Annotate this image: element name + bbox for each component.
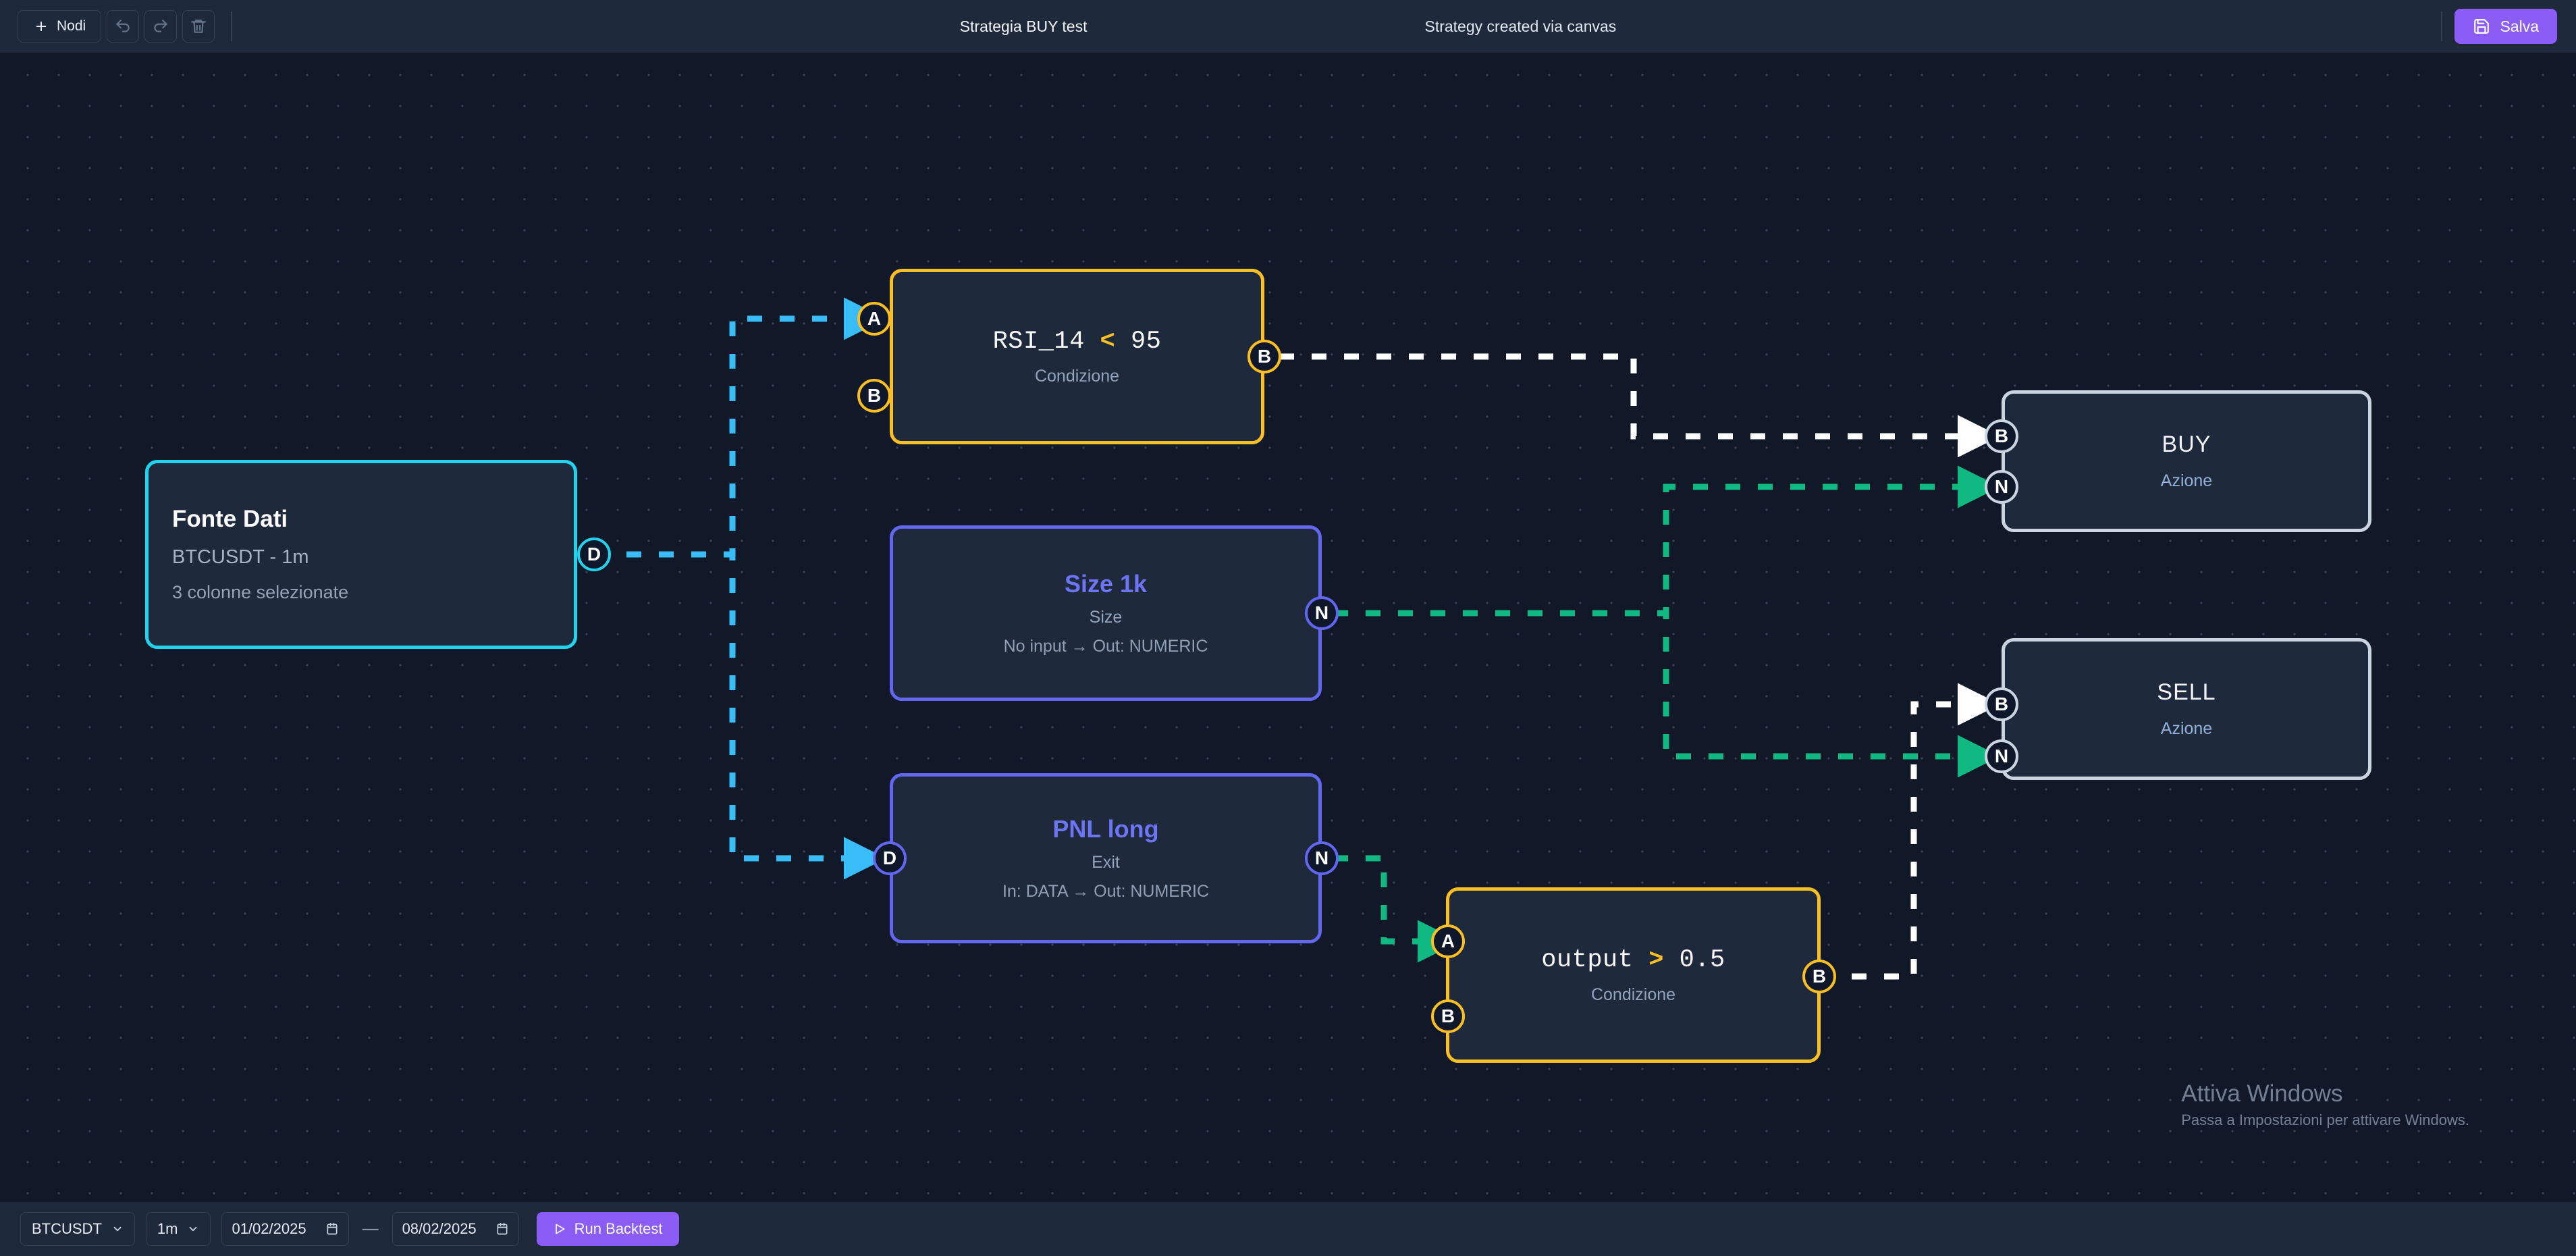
run-backtest-label: Run Backtest bbox=[574, 1220, 663, 1237]
save-label: Salva bbox=[2500, 17, 2539, 35]
port-rsi-input-a[interactable]: A bbox=[857, 302, 891, 336]
node-fonte-dati[interactable]: Fonte Dati BTCUSDT - 1m 3 colonne selezi… bbox=[145, 460, 577, 649]
expression-right: 0.5 bbox=[1679, 945, 1725, 974]
node-subtitle: Size bbox=[1089, 608, 1123, 627]
symbol-select[interactable]: BTCUSDT bbox=[20, 1212, 135, 1246]
edge-fonte-dati-to-pnl bbox=[594, 551, 886, 880]
timeframe-value: 1m bbox=[157, 1220, 178, 1237]
node-canvas[interactable]: Fonte Dati BTCUSDT - 1m 3 colonne selezi… bbox=[0, 53, 2576, 1202]
edge-rsi-to-buy bbox=[1279, 353, 2000, 458]
date-to-value: 08/02/2025 bbox=[402, 1220, 477, 1237]
node-expression: RSI_14 < 95 bbox=[993, 328, 1162, 356]
symbol-value: BTCUSDT bbox=[32, 1220, 102, 1237]
node-subtitle: Condizione bbox=[1034, 366, 1120, 386]
edge-size-to-sell bbox=[1333, 610, 2000, 778]
node-title: Fonte Dati bbox=[172, 506, 288, 532]
node-expression: output > 0.5 bbox=[1541, 946, 1725, 974]
calendar-icon[interactable] bbox=[495, 1222, 509, 1236]
redo-icon bbox=[154, 20, 167, 32]
watermark-title: Attiva Windows bbox=[2181, 1080, 2343, 1107]
redo-button[interactable] bbox=[144, 10, 178, 43]
edge-output-condition-to-sell bbox=[1819, 683, 2000, 980]
port-buy-input-numeric[interactable]: N bbox=[1985, 470, 2018, 504]
play-icon bbox=[555, 1224, 565, 1234]
delete-button[interactable] bbox=[182, 10, 215, 43]
node-size-1k[interactable]: Size 1k Size No input → Out: NUMERIC bbox=[890, 525, 1322, 701]
undo-icon bbox=[116, 20, 130, 32]
port-output-condition-input-b[interactable]: B bbox=[1431, 999, 1465, 1033]
expression-left: output bbox=[1541, 945, 1634, 974]
date-to-input[interactable]: 08/02/2025 bbox=[392, 1212, 519, 1246]
timeframe-select[interactable]: 1m bbox=[145, 1212, 211, 1246]
toolbar-left-group: Nodi bbox=[0, 10, 233, 43]
node-subtitle: Exit bbox=[1092, 853, 1120, 872]
windows-activation-watermark: Attiva Windows Passa a Impostazioni per … bbox=[2181, 1080, 2469, 1129]
port-buy-input-bool[interactable]: B bbox=[1985, 419, 2018, 453]
watermark-subtitle: Passa a Impostazioni per attivare Window… bbox=[2181, 1111, 2469, 1128]
backtest-toolbar: BTCUSDT 1m 01/02/2025 — 08/02/2025 Run B… bbox=[0, 1202, 2576, 1256]
port-output-condition-input-a[interactable]: A bbox=[1431, 924, 1465, 958]
port-pnl-input-data[interactable]: D bbox=[873, 841, 907, 875]
node-title: SELL bbox=[2157, 679, 2216, 705]
expression-operator: > bbox=[1648, 945, 1664, 974]
port-output-condition-output-bool[interactable]: B bbox=[1802, 960, 1836, 993]
save-button[interactable]: Salva bbox=[2454, 9, 2557, 44]
port-fonte-dati-data-out[interactable]: D bbox=[577, 538, 611, 571]
node-columns-info: 3 colonne selezionate bbox=[172, 582, 349, 602]
run-backtest-button[interactable]: Run Backtest bbox=[536, 1212, 679, 1246]
edge-pnl-to-output-condition bbox=[1333, 855, 1460, 963]
strategy-title: Strategia BUY test bbox=[959, 17, 1088, 35]
toolbar-divider-right bbox=[2441, 11, 2443, 41]
toolbar-right-group: Salva bbox=[2441, 0, 2557, 53]
node-symbol-timeframe: BTCUSDT - 1m bbox=[172, 546, 309, 568]
date-from-value: 01/02/2025 bbox=[232, 1220, 306, 1237]
toolbar-divider bbox=[231, 11, 233, 41]
node-sell-action[interactable]: SELL Azione bbox=[2002, 638, 2371, 780]
date-from-input[interactable]: 01/02/2025 bbox=[221, 1212, 349, 1246]
node-rsi-condition[interactable]: RSI_14 < 95 Condizione bbox=[890, 269, 1264, 444]
add-node-label: Nodi bbox=[57, 18, 86, 34]
port-rsi-output-bool[interactable]: B bbox=[1247, 340, 1281, 373]
expression-right: 95 bbox=[1130, 327, 1162, 356]
undo-button[interactable] bbox=[107, 10, 140, 43]
port-sell-input-bool[interactable]: B bbox=[1985, 687, 2018, 721]
toolbar-center-group: Strategia BUY test Strategy created via … bbox=[0, 0, 2576, 53]
node-title: Size 1k bbox=[1064, 570, 1148, 598]
top-toolbar: Nodi Strategia BUY test Strate bbox=[0, 0, 2576, 53]
node-subtitle: Azione bbox=[2160, 471, 2213, 490]
chevron-down-icon bbox=[190, 1226, 197, 1232]
chevron-down-icon bbox=[113, 1226, 122, 1232]
save-floppy-icon bbox=[2474, 19, 2490, 34]
calendar-icon[interactable] bbox=[325, 1222, 339, 1236]
expression-operator: < bbox=[1100, 327, 1116, 356]
edge-fonte-dati-to-rsi bbox=[594, 297, 886, 558]
port-rsi-input-b[interactable]: B bbox=[857, 379, 891, 413]
plus-icon bbox=[36, 22, 46, 31]
node-io-meta: No input → Out: NUMERIC bbox=[1003, 637, 1208, 656]
date-range-separator: — bbox=[362, 1220, 379, 1238]
port-pnl-output-numeric[interactable]: N bbox=[1305, 841, 1339, 875]
port-size-output-numeric[interactable]: N bbox=[1305, 596, 1339, 630]
node-title: BUY bbox=[2162, 431, 2211, 457]
node-buy-action[interactable]: BUY Azione bbox=[2002, 390, 2371, 532]
add-node-button[interactable]: Nodi bbox=[18, 10, 102, 43]
node-title: PNL long bbox=[1052, 815, 1159, 843]
node-subtitle: Azione bbox=[2160, 719, 2213, 738]
strategy-subtitle: Strategy created via canvas bbox=[1424, 17, 1617, 35]
edge-size-to-buy bbox=[1333, 465, 2000, 617]
node-io-meta: In: DATA → Out: NUMERIC bbox=[1002, 882, 1210, 901]
port-sell-input-numeric[interactable]: N bbox=[1985, 739, 2018, 773]
trash-icon bbox=[191, 20, 207, 33]
node-pnl-long[interactable]: PNL long Exit In: DATA → Out: NUMERIC bbox=[890, 773, 1322, 943]
node-subtitle: Condizione bbox=[1590, 985, 1676, 1004]
node-output-condition[interactable]: output > 0.5 Condizione bbox=[1446, 887, 1821, 1063]
expression-left: RSI_14 bbox=[992, 327, 1085, 356]
